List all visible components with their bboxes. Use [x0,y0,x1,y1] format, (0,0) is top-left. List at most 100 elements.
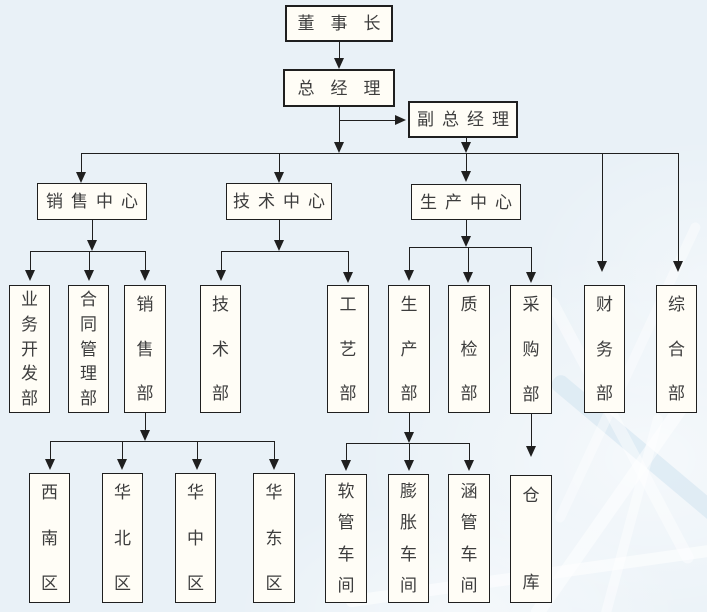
arrowhead-down-icon [464,460,474,471]
connector-line [531,414,532,447]
arrowhead-down-icon [526,272,536,283]
connector-line [466,153,467,172]
arrowhead-down-icon [140,270,150,281]
node-char: 质 [460,295,478,314]
connector-line [279,220,280,241]
node-char: 综 [668,295,685,314]
connector-line [221,251,222,271]
node-label: 总经理 [297,78,397,98]
node-char: 西 [41,483,58,502]
connector-line [30,251,145,252]
node-char: 华 [114,483,131,502]
connector-line [81,153,678,154]
connector-line [221,251,348,252]
connector-line [531,247,532,273]
arrowhead-down-icon [269,459,279,470]
org-node-southwest-region: 西南区 [29,473,70,603]
arrowhead-down-icon [341,460,351,471]
arrowhead-down-icon [25,270,35,281]
node-label: 董事长 [297,14,397,33]
node-char: 部 [212,384,229,403]
node-char: 间 [400,575,417,595]
node-char: 购 [522,340,540,359]
node-char: 务 [596,339,613,359]
node-label: 生产中心 [420,192,520,212]
node-label: 副总经理 [417,110,517,129]
arrowhead-right-icon [395,115,406,125]
org-node-technology-dept: 技术部 [200,285,241,413]
org-node-north-china-region: 华北区 [102,473,143,603]
org-node-business-development-dept: 业务开发部 [9,285,50,413]
node-char: 部 [136,384,154,403]
arrowhead-down-icon [526,446,536,457]
arrowhead-down-icon [274,240,284,251]
node-char: 中 [187,528,204,548]
node-char: 区 [41,574,58,593]
connector-line [340,120,396,121]
arrowhead-down-icon [461,171,471,182]
connector-line [122,441,123,460]
org-node-production-center: 生产中心 [411,184,521,220]
connector-line [346,443,469,444]
node-char: 销 [136,295,154,314]
node-char: 涵 [460,482,478,501]
arrowhead-down-icon [274,172,284,183]
connector-line [468,247,469,273]
node-char: 部 [80,389,97,408]
node-label: 销售中心 [46,192,146,211]
org-node-general-manager: 总经理 [283,69,395,107]
node-char: 膨 [400,482,417,501]
connector-line [89,251,90,271]
node-char: 部 [596,384,613,403]
node-char: 区 [265,574,283,593]
arrowhead-down-icon [597,261,607,272]
connector-line [339,107,340,143]
org-node-technology-center: 技术中心 [226,183,332,220]
arrowhead-down-icon [76,172,86,183]
org-node-sales-dept: 销售部 [124,285,166,413]
org-node-purchasing-dept: 采购部 [510,285,552,414]
connector-line [678,153,679,262]
connector-line [466,220,467,237]
connector-line [409,247,531,248]
connector-line [30,251,31,271]
arrowhead-down-icon [404,270,414,281]
arrowhead-down-icon [140,430,150,441]
node-char: 业 [21,290,38,309]
node-char: 南 [41,528,58,548]
connector-line [279,153,280,173]
connector-line [81,153,82,173]
node-char: 部 [460,384,478,403]
connector-line [602,153,603,262]
node-char: 开 [21,339,38,359]
node-char: 东 [265,528,283,548]
node-char: 合 [80,290,97,309]
org-node-finance-dept: 财务部 [584,285,625,413]
arrowhead-down-icon [84,270,94,281]
node-char: 部 [339,384,357,403]
node-char: 管 [337,513,355,533]
node-char: 务 [21,314,38,334]
node-char: 间 [337,575,355,595]
node-char: 部 [400,384,418,403]
org-node-process-dept: 工艺部 [327,285,369,413]
connector-line [145,413,146,431]
org-node-chairman: 董事长 [285,5,393,42]
connector-line [409,443,410,461]
arrowhead-down-icon [404,432,414,443]
node-char: 区 [187,574,204,593]
org-node-expansion-workshop: 膨胀车间 [388,474,429,603]
node-char: 华 [265,483,283,502]
connector-line [50,441,274,442]
node-char: 产 [400,339,418,359]
background-decoration [528,392,695,612]
node-char: 管 [80,339,97,359]
org-node-quality-inspection-dept: 质检部 [448,285,490,413]
node-char: 合 [668,339,685,359]
node-char: 理 [80,364,97,384]
arrowhead-down-icon [343,272,353,283]
node-char: 仓 [522,486,540,505]
arrowhead-down-icon [404,460,414,471]
connector-line [348,251,349,273]
arrowhead-down-icon [45,459,55,470]
